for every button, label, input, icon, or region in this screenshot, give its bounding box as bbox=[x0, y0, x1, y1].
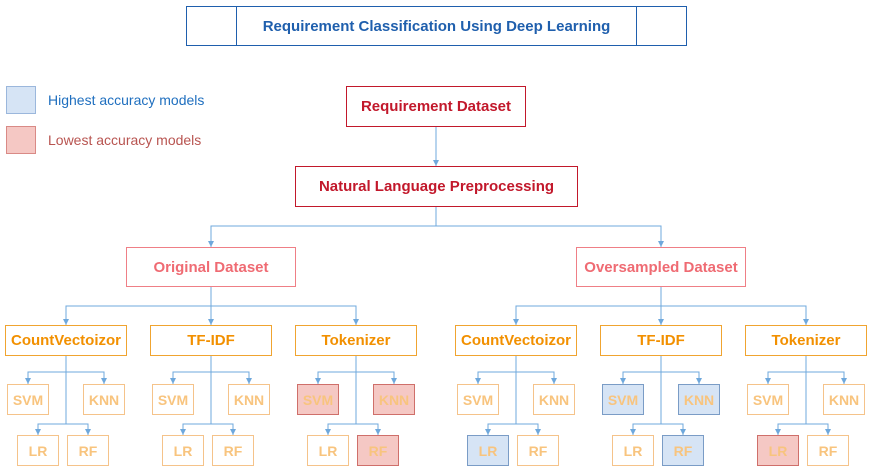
model-knn-node: KNN bbox=[678, 384, 720, 415]
model-knn-node: KNN bbox=[228, 384, 270, 415]
connector-edge bbox=[356, 371, 397, 384]
connector-edge bbox=[661, 371, 702, 384]
connector-edge bbox=[630, 372, 662, 435]
connector-edge bbox=[513, 287, 662, 325]
connector-edge bbox=[170, 356, 212, 384]
connector-edge bbox=[806, 371, 847, 384]
connector-edge bbox=[516, 371, 557, 384]
method-tf-idf-original: TF-IDF bbox=[150, 325, 272, 356]
connector-edge bbox=[66, 423, 91, 435]
connector-edge bbox=[211, 371, 252, 384]
model-lr-node: LR bbox=[307, 435, 349, 466]
diagram-title: Requirement Classification Using Deep Le… bbox=[236, 6, 637, 46]
legend-lowest-label: Lowest accuracy models bbox=[48, 132, 202, 148]
model-rf-node: RF bbox=[212, 435, 254, 466]
method-tf-idf-oversampled: TF-IDF bbox=[600, 325, 722, 356]
method-tokenizer-original: Tokenizer bbox=[295, 325, 417, 356]
connector-edge bbox=[661, 423, 686, 435]
connector-edge bbox=[356, 423, 381, 435]
model-rf-node: RF bbox=[517, 435, 559, 466]
connector-edge bbox=[436, 225, 664, 247]
model-svm-node: SVM bbox=[747, 384, 789, 415]
connector-edge bbox=[661, 305, 809, 325]
method-countvectoizor-original: CountVectoizor bbox=[5, 325, 127, 356]
connector-edge bbox=[806, 423, 831, 435]
connector-edge bbox=[325, 372, 357, 435]
oversampled-dataset-node: Oversampled Dataset bbox=[576, 247, 746, 287]
model-lr-node: LR bbox=[612, 435, 654, 466]
model-lr-node: LR bbox=[757, 435, 799, 466]
connector-edge bbox=[765, 356, 807, 384]
connector-edge bbox=[208, 207, 437, 247]
model-svm-node: SVM bbox=[152, 384, 194, 415]
legend-lowest-swatch bbox=[6, 126, 36, 154]
requirement-dataset-node: Requirement Dataset bbox=[346, 86, 526, 127]
model-rf-node: RF bbox=[807, 435, 849, 466]
legend-highest-label: Highest accuracy models bbox=[48, 92, 205, 108]
model-svm-node: SVM bbox=[602, 384, 644, 415]
nlp-preprocessing-node: Natural Language Preprocessing bbox=[295, 166, 578, 207]
connector-edge bbox=[180, 372, 212, 435]
model-svm-node: SVM bbox=[7, 384, 49, 415]
connector-edge bbox=[25, 356, 67, 384]
connector-edge bbox=[66, 371, 107, 384]
connector-edge bbox=[315, 356, 357, 384]
legend-highest-swatch bbox=[6, 86, 36, 114]
connector-edge bbox=[475, 356, 517, 384]
model-rf-node: RF bbox=[357, 435, 399, 466]
title-frame bbox=[186, 6, 687, 46]
method-countvectoizor-oversampled: CountVectoizor bbox=[455, 325, 577, 356]
connector-edge bbox=[63, 287, 212, 325]
original-dataset-node: Original Dataset bbox=[126, 247, 296, 287]
connector-edge bbox=[485, 372, 517, 435]
connector-edge bbox=[35, 372, 67, 435]
model-lr-node: LR bbox=[17, 435, 59, 466]
model-knn-node: KNN bbox=[83, 384, 125, 415]
model-knn-node: KNN bbox=[533, 384, 575, 415]
model-knn-node: KNN bbox=[373, 384, 415, 415]
method-tokenizer-oversampled: Tokenizer bbox=[745, 325, 867, 356]
model-lr-node: LR bbox=[467, 435, 509, 466]
connector-edge bbox=[620, 356, 662, 384]
connector-edge bbox=[211, 423, 236, 435]
connector-edge bbox=[516, 423, 541, 435]
connector-edge bbox=[211, 305, 359, 325]
model-rf-node: RF bbox=[67, 435, 109, 466]
model-svm-node: SVM bbox=[457, 384, 499, 415]
connector-edge bbox=[775, 372, 807, 435]
model-svm-node: SVM bbox=[297, 384, 339, 415]
model-rf-node: RF bbox=[662, 435, 704, 466]
model-lr-node: LR bbox=[162, 435, 204, 466]
model-knn-node: KNN bbox=[823, 384, 865, 415]
